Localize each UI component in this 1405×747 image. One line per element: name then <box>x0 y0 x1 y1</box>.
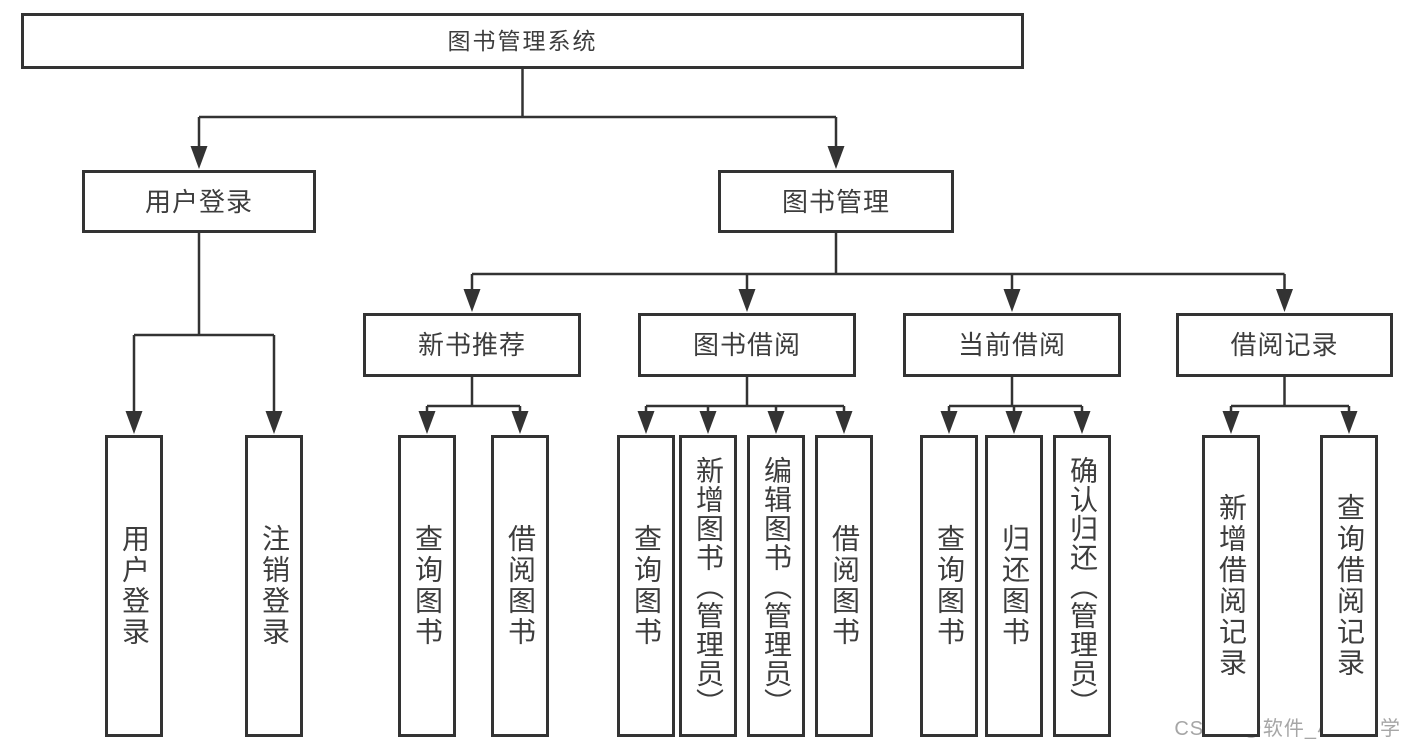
node-label: 查询图书 <box>412 524 443 648</box>
node-label: 借阅图书 <box>829 524 860 648</box>
connector-book-management <box>463 233 1293 312</box>
node-query-borrow-record: 查询借阅记录 <box>1320 435 1378 737</box>
arrowhead-logout-login <box>265 411 283 434</box>
node-label: 图书管理 <box>781 186 890 217</box>
arrowhead-user-login-section <box>190 146 208 169</box>
arrowhead-query-borrow-record <box>1340 411 1358 434</box>
node-label: 图书管理系统 <box>447 27 598 54</box>
node-label: 查询图书 <box>934 524 965 648</box>
node-label: 编辑图书（管理员） <box>761 455 792 717</box>
node-confirm-return-admin: 确认归还（管理员） <box>1053 435 1111 737</box>
node-book-borrow: 图书借阅 <box>638 313 856 377</box>
arrowhead-query-book-borrow <box>637 411 655 434</box>
node-label: 当前借阅 <box>957 330 1066 360</box>
node-borrow-book: 借阅图书 <box>815 435 873 737</box>
connector-borrow-records <box>1222 377 1358 434</box>
node-edit-book-admin: 编辑图书（管理员） <box>747 435 805 737</box>
arrowhead-book-management <box>827 146 845 169</box>
connector-system <box>190 69 845 169</box>
connector-lines-book-borrow <box>644 377 846 417</box>
arrowhead-borrow-book <box>835 411 853 434</box>
node-logout-login: 注销登录 <box>245 435 303 737</box>
connector-lines-borrow-records <box>1229 377 1351 417</box>
connector-user-login-section <box>125 233 283 434</box>
arrowhead-return-book <box>1005 411 1023 434</box>
arrowhead-confirm-return-admin <box>1073 411 1091 434</box>
node-label: 借阅记录 <box>1230 330 1339 360</box>
arrowhead-add-book-admin <box>699 411 717 434</box>
node-system: 图书管理系统 <box>21 13 1024 69</box>
node-query-book-current: 查询图书 <box>920 435 978 737</box>
connector-new-book-recommend <box>418 377 529 434</box>
arrowhead-query-book-recommend <box>418 411 436 434</box>
node-new-book-recommend: 新书推荐 <box>363 313 581 377</box>
node-label: 新书推荐 <box>417 330 526 360</box>
node-label: 归还图书 <box>999 524 1030 648</box>
node-add-book-admin: 新增图书（管理员） <box>679 435 737 737</box>
connector-current-borrow <box>940 377 1091 434</box>
node-label: 借阅图书 <box>505 524 536 648</box>
connector-lines-user-login-section <box>132 233 276 417</box>
node-borrow-records: 借阅记录 <box>1176 313 1393 377</box>
connector-book-borrow <box>637 377 853 434</box>
node-return-book: 归还图书 <box>985 435 1043 737</box>
arrowhead-borrow-book-recommend <box>511 411 529 434</box>
node-label: 确认归还（管理员） <box>1067 455 1098 717</box>
node-user-login-section: 用户登录 <box>82 170 316 233</box>
arrowhead-book-borrow <box>738 289 756 312</box>
arrowhead-edit-book-admin <box>767 411 785 434</box>
arrowhead-add-borrow-record <box>1222 411 1240 434</box>
node-label: 新增图书（管理员） <box>693 455 724 717</box>
node-query-book-borrow: 查询图书 <box>617 435 675 737</box>
node-add-borrow-record: 新增借阅记录 <box>1202 435 1260 737</box>
node-label: 用户登录 <box>144 186 253 217</box>
arrowhead-current-borrow <box>1003 289 1021 312</box>
connector-lines-new-book-recommend <box>425 377 522 417</box>
node-label: 新增借阅记录 <box>1216 493 1247 679</box>
node-label: 查询图书 <box>631 524 662 648</box>
node-user-login: 用户登录 <box>105 435 163 737</box>
node-current-borrow: 当前借阅 <box>903 313 1121 377</box>
arrowhead-query-book-current <box>940 411 958 434</box>
connector-lines-system <box>197 69 838 152</box>
connector-lines-book-management <box>470 233 1286 295</box>
node-label: 用户登录 <box>119 524 150 648</box>
arrowhead-borrow-records <box>1276 289 1293 312</box>
arrowhead-new-book-recommend <box>463 289 481 312</box>
node-label: 查询借阅记录 <box>1334 493 1365 679</box>
node-book-management: 图书管理 <box>718 170 954 233</box>
node-label: 注销登录 <box>259 524 290 648</box>
node-query-book-recommend: 查询图书 <box>398 435 456 737</box>
arrowhead-user-login <box>125 411 143 434</box>
node-label: 图书借阅 <box>692 330 801 360</box>
node-borrow-book-recommend: 借阅图书 <box>491 435 549 737</box>
